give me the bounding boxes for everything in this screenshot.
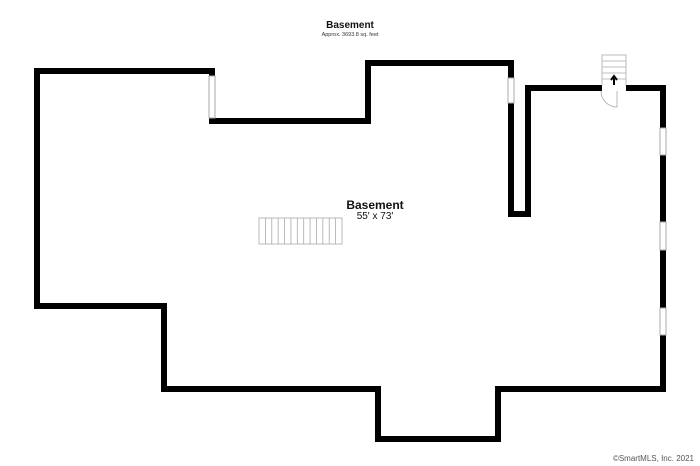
copyright: ©SmartMLS, Inc. 2021: [612, 454, 694, 463]
floor-area: Approx. 3693.8 sq. feet: [321, 32, 379, 38]
floor-title: Basement: [326, 20, 374, 31]
exterior-walls: [34, 60, 666, 442]
interior-stair: [258, 217, 343, 245]
stair-arrow-icon: [610, 74, 618, 86]
room-dimensions: 55' x 73': [356, 211, 394, 222]
windows: [208, 75, 667, 336]
room-label: Basement: [346, 198, 404, 212]
stair-opening: [602, 85, 626, 91]
